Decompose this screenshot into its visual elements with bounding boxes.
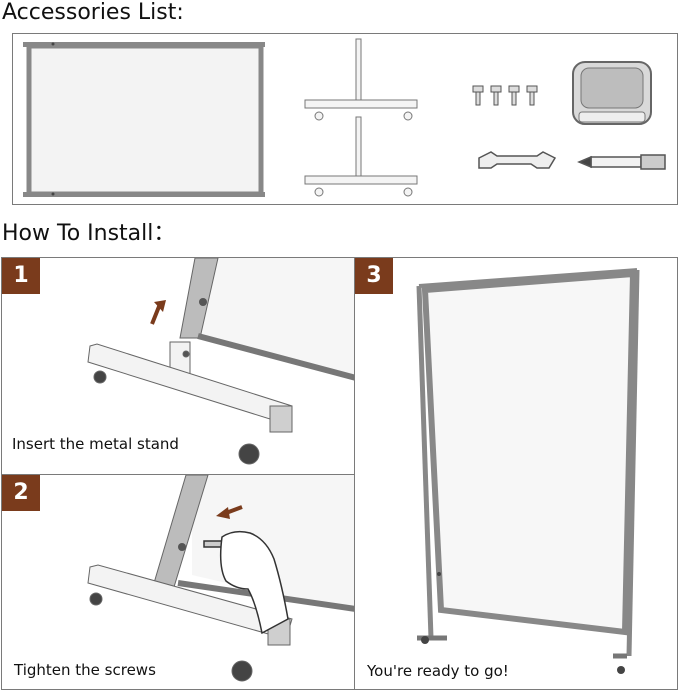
install-heading: How To Install：: [2, 221, 176, 246]
step-1-caption: Insert the metal stand: [12, 435, 179, 453]
whiteboard-corner-icon: [179, 258, 356, 381]
hand-icon: [203, 530, 289, 635]
assembled-whiteboard-icon: [416, 268, 640, 674]
step-2-badge: 2: [2, 475, 40, 511]
wrench-icon: [478, 151, 557, 169]
eraser-icon: [572, 61, 652, 125]
screws-icon: [472, 85, 538, 106]
up-arrow-icon: [150, 300, 166, 325]
step-2-caption: Tighten the screws: [14, 661, 156, 679]
step-2-panel: 2 Tighten the screws: [1, 474, 356, 690]
marker-icon: [577, 154, 666, 170]
whiteboard-panel-icon: [23, 42, 265, 197]
step-3-badge: 3: [355, 258, 393, 294]
left-arrow-icon: [216, 505, 243, 519]
stand-legs-icon: [304, 38, 418, 197]
accessories-heading: Accessories List:: [2, 0, 184, 25]
step-1-panel: 1 Insert the metal stand: [1, 257, 356, 475]
step-1-badge: 1: [2, 258, 40, 294]
step-3-panel: 3 You're ready to go!: [354, 257, 678, 690]
accessories-panel: [12, 33, 678, 205]
stand-base-icon: [87, 341, 293, 465]
step-3-caption: You're ready to go!: [367, 662, 509, 680]
